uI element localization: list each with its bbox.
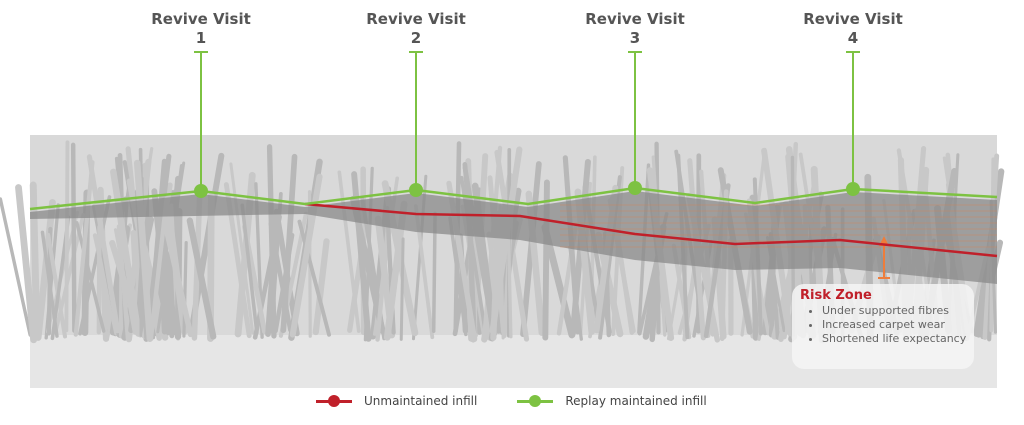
visit-title: Revive Visit	[803, 10, 903, 28]
green-marker-icon	[517, 395, 554, 407]
visit-marker-2	[409, 183, 423, 197]
legend: Unmaintained infill Replay maintained in…	[316, 394, 707, 408]
risk-zone-title: Risk Zone	[800, 288, 872, 303]
visit-title: Revive Visit	[366, 10, 466, 28]
visit-number: 4	[847, 29, 859, 47]
risk-item: Shortened life expectancy	[822, 332, 974, 346]
maintained-infill-line	[29, 186, 998, 211]
legend-unmaintained-label: Unmaintained infill	[364, 394, 478, 408]
red-marker-icon	[316, 395, 352, 407]
legend-unmaintained: Unmaintained infill	[316, 394, 477, 408]
legend-maintained-label: Replay maintained infill	[565, 394, 707, 408]
legend-maintained: Replay maintained infill	[517, 394, 707, 408]
visit-marker-1	[194, 184, 208, 198]
unmaintained-infill-line	[304, 202, 998, 258]
visit-marker-4	[846, 182, 860, 196]
risk-item: Increased carpet wear	[822, 318, 974, 332]
visit-marker-3	[628, 181, 642, 195]
risk-zone-box: Risk Zone Under supported fibres Increas…	[792, 284, 974, 369]
visit-title: Revive Visit	[585, 10, 685, 28]
visit-number: 2	[410, 29, 422, 47]
risk-level-lines	[560, 204, 997, 248]
risk-item: Under supported fibres	[822, 304, 974, 318]
infill-layer	[30, 191, 997, 284]
visit-number: 3	[629, 29, 641, 47]
visit-number: 1	[195, 29, 207, 47]
visit-title: Revive Visit	[151, 10, 251, 28]
